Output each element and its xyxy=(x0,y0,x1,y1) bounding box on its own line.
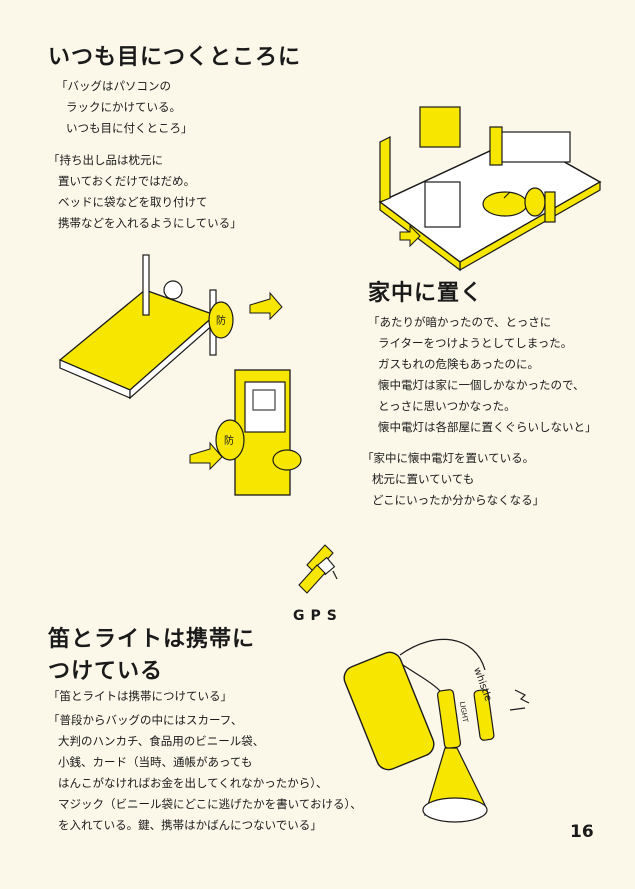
quote-line: とっさに思いつかなった。 xyxy=(378,399,516,413)
quote-line: ライターをつけようとしてしまった。 xyxy=(378,336,573,350)
section-title-always-visible: いつも目につくところに xyxy=(48,45,302,70)
gps-label: GPS xyxy=(293,608,343,624)
page-number: 16 xyxy=(570,822,594,842)
quote-bag-contents: 「普段からバッグの中にはスカーフ、 大判のハンカチ、食品用のビニール袋、 小銭、… xyxy=(48,710,362,836)
quote-line: マジック（ビニール袋にどこに逃げたかを書いておける）、 xyxy=(58,797,362,811)
title-line: 笛とライトは携帯に xyxy=(48,627,256,652)
quote-attached-to-phone: 「笛とライトは携帯につけている」 xyxy=(48,686,232,707)
quote-line: 小銭、カード（当時、通帳があっても xyxy=(58,755,253,769)
quote-line: いつも目に付くところ」 xyxy=(66,121,193,135)
quote-line: 「笛とライトは携帯につけている」 xyxy=(48,689,232,703)
quote-line: はんこがなければお金を出してくれなかったから）、 xyxy=(58,776,328,790)
quote-line: 「普段からバッグの中にはスカーフ、 xyxy=(48,713,243,727)
title-line: つけている xyxy=(48,659,164,684)
quote-line: 大判のハンカチ、食品用のビニール袋、 xyxy=(58,734,265,748)
quote-line: 「あたりが暗かったので、とっさに xyxy=(368,315,552,329)
bag-label: 防 xyxy=(224,434,234,447)
quote-line: 置いておくだけではだめ。 xyxy=(58,174,196,188)
quote-line: 「家中に懐中電灯を置いている。 xyxy=(362,451,535,465)
quote-line: を入れている。鍵、携帯はかばんにつないでいる」 xyxy=(58,818,322,832)
light-label: LIGHT xyxy=(458,701,470,724)
quote-bag-on-rack: 「バッグはパソコンの ラックにかけている。 いつも目に付くところ」 xyxy=(56,76,193,139)
quote-line: ガスもれの危険もあったのに。 xyxy=(378,357,539,371)
quote-line: 枕元に置いていても xyxy=(372,472,475,486)
gps-satellite-illustration: GPS xyxy=(293,544,343,624)
quote-line: 懐中電灯は各部屋に置くぐらいしないと」 xyxy=(378,420,597,434)
quote-line: ベッドに袋などを取り付けて xyxy=(58,195,208,209)
quote-flashlight-lighter: 「あたりが暗かったので、とっさに ライターをつけようとしてしまった。 ガスもれの… xyxy=(368,312,597,438)
quote-flashlight-everywhere: 「家中に懐中電灯を置いている。 枕元に置いていても どこにいったか分からなくなる… xyxy=(362,448,544,511)
bed-and-rack-illustration: 防 防 xyxy=(58,254,302,496)
bag-label: 防 xyxy=(216,314,226,327)
quote-line: 懐中電灯は家に一個しかなかったので、 xyxy=(378,378,585,392)
quote-line: 「バッグはパソコンの xyxy=(56,79,171,93)
quote-line: 携帯などを入れるようにしている」 xyxy=(58,216,242,230)
phone-whistle-light-illustration: LIGHT whistle xyxy=(343,638,530,823)
quote-bag-on-bed: 「持ち出し品は枕元に 置いておくだけではだめ。 ベッドに袋などを取り付けて 携帯… xyxy=(48,150,242,234)
section-title-whistle-and-light: 笛とライトは携帯に つけている xyxy=(48,624,255,688)
quote-line: どこにいったか分からなくなる」 xyxy=(372,493,545,507)
room-floorplan-illustration xyxy=(378,106,602,272)
section-title-place-everywhere: 家中に置く xyxy=(368,281,484,306)
quote-line: ラックにかけている。 xyxy=(66,100,181,114)
quote-line: 「持ち出し品は枕元に xyxy=(48,153,163,167)
